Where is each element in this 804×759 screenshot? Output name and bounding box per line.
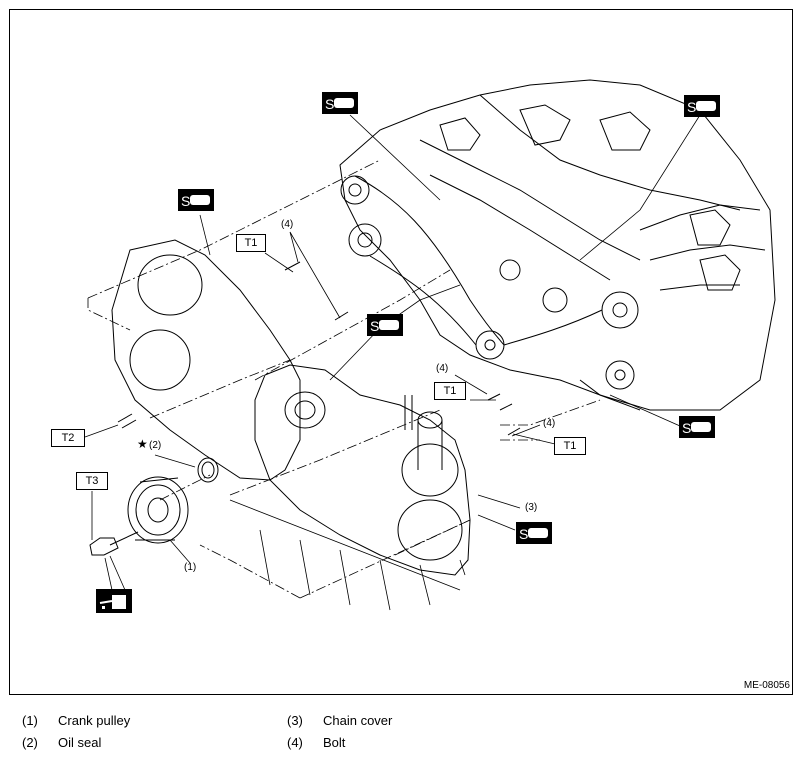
torque-label-t1-mid: T1	[434, 382, 466, 400]
svg-text:S: S	[325, 96, 334, 112]
legend-item-4: (4)Bolt	[287, 735, 346, 750]
callout-crank-pulley: (1)	[184, 562, 197, 573]
inner-cover-outline	[111, 239, 301, 481]
svg-text:S: S	[682, 420, 691, 436]
svg-text:S: S	[370, 318, 379, 334]
callout-oil-seal: (2)	[149, 440, 162, 451]
engine-block-outline	[339, 79, 776, 411]
torque-label-t3: T3	[76, 472, 108, 490]
svg-text:S: S	[181, 193, 190, 209]
callout-bolt-right: (4)	[543, 418, 556, 429]
sealant-icon: S	[367, 314, 403, 336]
legend-item-1: (1)Crank pulley	[22, 713, 131, 728]
sealant-icon: S	[679, 416, 715, 438]
sealant-icon: S	[684, 95, 720, 117]
torque-label-t1-right: T1	[554, 437, 586, 455]
sealant-icon: S	[322, 92, 358, 114]
oil-can-icon	[96, 589, 132, 613]
svg-text:S: S	[519, 526, 528, 542]
torque-label-t2: T2	[51, 429, 85, 447]
callout-chain-cover: (3)	[525, 502, 538, 513]
torque-label-t1-top: T1	[236, 234, 266, 252]
sealant-icon: S	[178, 189, 214, 211]
figure-id: ME-08056	[743, 680, 790, 691]
legend-item-3: (3)Chain cover	[287, 713, 393, 728]
callout-bolt-mid: (4)	[436, 363, 449, 374]
star-mark: ★	[137, 437, 148, 451]
legend-item-2: (2)Oil seal	[22, 735, 102, 750]
diagram-frame	[9, 9, 793, 695]
engine-illustration	[84, 79, 776, 611]
sealant-icon: S	[516, 522, 552, 544]
svg-text:S: S	[687, 99, 696, 115]
front-cover-outline	[254, 364, 471, 576]
callout-bolt-top: (4)	[281, 219, 294, 230]
